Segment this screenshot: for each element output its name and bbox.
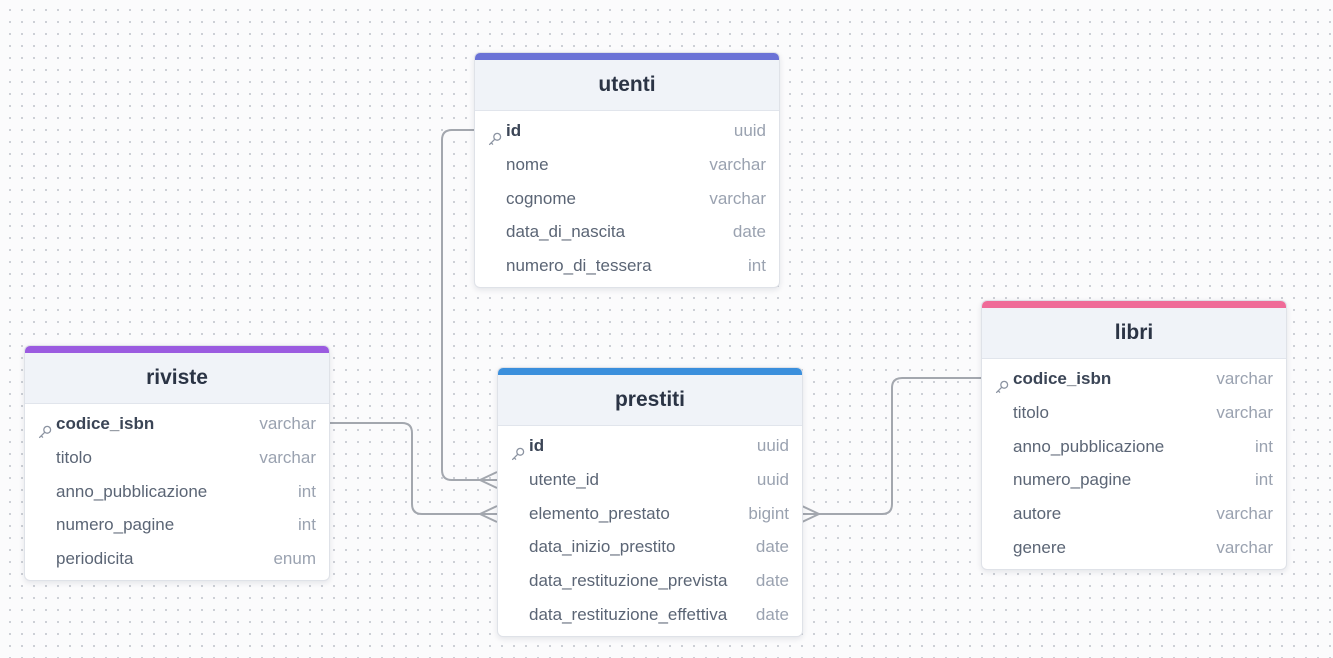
field-type: int [298, 515, 316, 535]
field-row-elemento-prestato[interactable]: elemento_prestato bigint [498, 497, 802, 531]
field-type: varchar [709, 154, 766, 174]
field-name: autore [1013, 504, 1062, 524]
field-name: data_restituzione_effettiva [529, 604, 728, 624]
field-name: nome [506, 154, 549, 174]
field-name: anno_pubblicazione [56, 481, 208, 501]
field-name: data_restituzione_prevista [529, 571, 728, 591]
field-row-data-restituzione-effettiva[interactable]: data_restituzione_effettiva date [498, 598, 802, 632]
field-name: numero_pagine [1013, 470, 1132, 490]
field-name: codice_isbn [1013, 369, 1112, 388]
field-type: varchar [259, 447, 316, 467]
field-row-titolo[interactable]: titolo varchar [982, 396, 1286, 430]
crowfoot-prestiti-elemento-prestato-right [801, 505, 820, 523]
field-type: int [1255, 470, 1273, 490]
table-color-bar [25, 346, 329, 353]
key-icon [511, 439, 525, 461]
field-name: elemento_prestato [529, 503, 670, 523]
field-row-autore[interactable]: autore varchar [982, 497, 1286, 531]
field-type: uuid [756, 469, 789, 489]
table-title: libri [982, 308, 1286, 359]
field-type: int [1255, 436, 1273, 456]
field-name: titolo [56, 447, 92, 467]
field-type: int [748, 256, 766, 276]
field-type: enum [273, 549, 316, 569]
field-name: anno_pubblicazione [1013, 436, 1165, 456]
field-type: varchar [1216, 537, 1273, 557]
field-type: varchar [1216, 504, 1273, 524]
field-row-numero-pagine[interactable]: numero_pagine int [982, 463, 1286, 497]
field-type: varchar [1216, 369, 1273, 388]
table-title: prestiti [498, 375, 802, 426]
field-type: date [732, 222, 766, 242]
field-name: cognome [506, 188, 576, 208]
field-type: varchar [259, 414, 316, 433]
field-list: id uuid nome varchar cognome varchar data_di_n… [475, 111, 779, 287]
field-name: periodicita [56, 549, 134, 569]
key-icon [38, 417, 52, 439]
field-name: codice_isbn [56, 414, 155, 433]
table-title: riviste [25, 353, 329, 404]
field-row-codice-isbn[interactable]: codice_isbn varchar [25, 407, 329, 441]
field-row-titolo[interactable]: titolo varchar [25, 441, 329, 475]
field-type: date [755, 604, 789, 624]
field-row-utente-id[interactable]: utente_id uuid [498, 463, 802, 497]
field-type: varchar [1216, 402, 1273, 422]
field-type: uuid [733, 121, 766, 140]
field-row-data-di-nascita[interactable]: data_di_nascita date [475, 215, 779, 249]
table-color-bar [982, 301, 1286, 308]
field-type: varchar [709, 188, 766, 208]
key-icon [995, 372, 1009, 394]
field-row-data-inizio-prestito[interactable]: data_inizio_prestito date [498, 530, 802, 564]
field-row-periodicita[interactable]: periodicita enum [25, 542, 329, 576]
field-row-codice-isbn[interactable]: codice_isbn varchar [982, 362, 1286, 396]
field-type: int [298, 481, 316, 501]
field-row-numero-di-tessera[interactable]: numero_di_tessera int [475, 249, 779, 283]
field-row-id[interactable]: id uuid [498, 429, 802, 463]
field-row-numero-pagine[interactable]: numero_pagine int [25, 508, 329, 542]
field-type: uuid [756, 436, 789, 455]
field-type: date [755, 537, 789, 557]
field-row-genere[interactable]: genere varchar [982, 531, 1286, 565]
field-row-nome[interactable]: nome varchar [475, 148, 779, 182]
field-list: id uuid utente_id uuid elemento_prestato bigi… [498, 426, 802, 636]
field-row-cognome[interactable]: cognome varchar [475, 182, 779, 216]
field-name: id [529, 436, 545, 455]
field-name: data_di_nascita [506, 222, 626, 242]
table-utenti[interactable]: utenti id uuid nome varchar cognome varchar da… [474, 52, 780, 288]
field-type: date [755, 571, 789, 591]
field-name: numero_pagine [56, 515, 175, 535]
key-icon [488, 124, 502, 146]
field-name: numero_di_tessera [506, 256, 652, 276]
table-color-bar [475, 53, 779, 60]
field-row-data-restituzione-prevista[interactable]: data_restituzione_prevista date [498, 564, 802, 598]
field-name: id [506, 121, 522, 140]
field-name: genere [1013, 537, 1066, 557]
field-type: bigint [748, 503, 789, 523]
field-row-id[interactable]: id uuid [475, 114, 779, 148]
crowfoot-prestiti-elemento-prestato-left [479, 505, 498, 523]
field-name: utente_id [529, 469, 599, 489]
table-color-bar [498, 368, 802, 375]
field-name: data_inizio_prestito [529, 537, 676, 557]
table-prestiti[interactable]: prestiti id uuid utente_id uuid elemento_pre… [497, 367, 803, 637]
crowfoot-prestiti-utente-id [479, 471, 498, 489]
edge-riviste-codice-isbn-to-prestiti-elemento-prestato[interactable] [329, 422, 497, 515]
field-name: titolo [1013, 402, 1049, 422]
table-title: utenti [475, 60, 779, 111]
edge-libri-codice-isbn-to-prestiti-elemento-prestato[interactable] [802, 377, 981, 515]
field-row-anno-pubblicazione[interactable]: anno_pubblicazione int [982, 430, 1286, 464]
field-row-anno-pubblicazione[interactable]: anno_pubblicazione int [25, 475, 329, 509]
